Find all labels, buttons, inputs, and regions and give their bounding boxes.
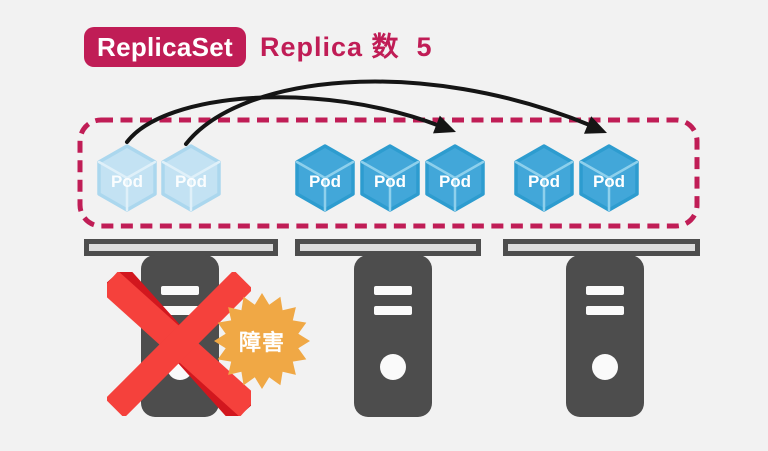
- reschedule-arrow-1: [125, 95, 442, 144]
- pod-failed-2: Pod: [159, 143, 223, 213]
- vent-slot: [374, 306, 412, 315]
- replicaset-badge: ReplicaSet: [84, 27, 246, 67]
- vent-slot: [586, 286, 624, 295]
- vent-slot: [586, 306, 624, 315]
- pod-label: Pod: [308, 172, 342, 191]
- pod-failed-1: Pod: [95, 143, 159, 213]
- node3-shelf: [503, 239, 700, 256]
- power-button-icon: [380, 354, 406, 380]
- reschedule-arrow-1-head: [433, 115, 456, 134]
- node1-shelf: [84, 239, 278, 256]
- replicaset-badge-label: ReplicaSet: [97, 31, 233, 62]
- pod-node2-1: Pod: [293, 143, 357, 213]
- pod-node3-1: Pod: [512, 143, 576, 213]
- reschedule-arrow-2-head: [584, 116, 607, 134]
- node3-server-icon: [566, 255, 644, 417]
- vent-slot: [374, 286, 412, 295]
- pod-label: Pod: [438, 172, 472, 191]
- pod-label: Pod: [527, 172, 561, 191]
- node2-server-icon: [354, 255, 432, 417]
- pod-node2-2: Pod: [358, 143, 422, 213]
- reschedule-arrow-2: [184, 79, 594, 146]
- vent-slot: [161, 306, 199, 315]
- pod-label: Pod: [174, 172, 208, 191]
- pod-node3-2: Pod: [577, 143, 641, 213]
- pod-label: Pod: [373, 172, 407, 191]
- vent-slot: [161, 286, 199, 295]
- node2-shelf: [295, 239, 481, 256]
- pod-label: Pod: [110, 172, 144, 191]
- replica-count-label: Replica 数 5: [260, 32, 433, 62]
- starburst-icon: [214, 293, 310, 389]
- failure-starburst: 障害: [212, 291, 312, 391]
- failure-x-icon: [107, 272, 251, 416]
- pod-node2-3: Pod: [423, 143, 487, 213]
- power-button-icon: [592, 354, 618, 380]
- failure-label: 障害: [238, 330, 285, 355]
- pod-label: Pod: [592, 172, 626, 191]
